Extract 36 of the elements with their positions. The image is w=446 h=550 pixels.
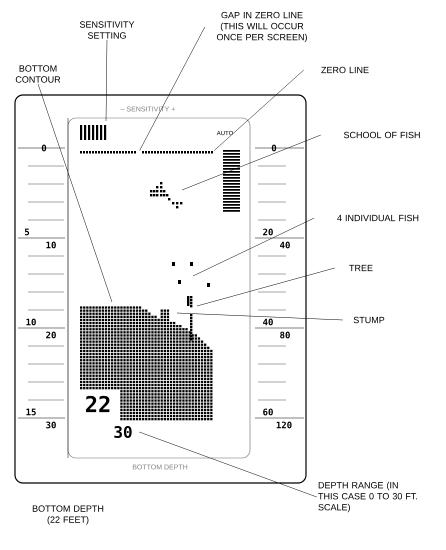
callout-label: TREE xyxy=(349,264,373,272)
scale-number: 0 xyxy=(42,144,46,152)
zero-line xyxy=(80,151,213,154)
scale-number: 40 xyxy=(280,242,290,248)
scale-number: 5 xyxy=(24,228,30,236)
scale-number: 0 xyxy=(272,144,276,152)
scale-number: 30 xyxy=(46,422,56,428)
leader-line xyxy=(138,432,318,498)
scale-number: 10 xyxy=(46,242,56,248)
callout-label: BOTTOM DEPTH (22 FEET) xyxy=(32,505,104,525)
leader-line xyxy=(106,40,108,122)
callout-label: BOTTOM CONTOUR xyxy=(16,65,60,83)
leader-line xyxy=(214,70,304,151)
callout-label: SCHOOL OF FISH xyxy=(344,132,420,138)
leader-line xyxy=(182,134,322,190)
leader-line xyxy=(38,84,112,302)
callout-label: STUMP xyxy=(354,316,384,324)
scale-number: 15 xyxy=(26,408,36,416)
leader-line xyxy=(139,26,206,151)
leader-line xyxy=(192,218,315,276)
scale-number: 60 xyxy=(263,408,273,416)
scale-number: 10 xyxy=(26,318,36,326)
leader-line xyxy=(176,312,344,320)
callout-label: 4 INDIVIDUAL FISH xyxy=(337,214,418,222)
callout-label: DEPTH RANGE (IN THIS CASE 0 TO 30 FT. SCALE) xyxy=(318,482,418,512)
scale-number: 20 xyxy=(263,228,273,236)
range-digits: 30 xyxy=(114,426,132,438)
callout-label: GAP IN ZERO LINE (THIS WILL OCCUR ONCE PER SCREEN) xyxy=(216,12,307,42)
scale-number: 80 xyxy=(280,332,290,338)
depth-digits: 22 xyxy=(86,396,110,412)
callout-label: ZERO LINE xyxy=(321,66,369,74)
callout-label: SENSITIVITY SETTING xyxy=(80,21,134,39)
leader-line xyxy=(196,268,336,306)
scale-number: 20 xyxy=(46,332,56,338)
scale-number: 120 xyxy=(276,422,292,428)
scale-number: 40 xyxy=(263,318,273,326)
